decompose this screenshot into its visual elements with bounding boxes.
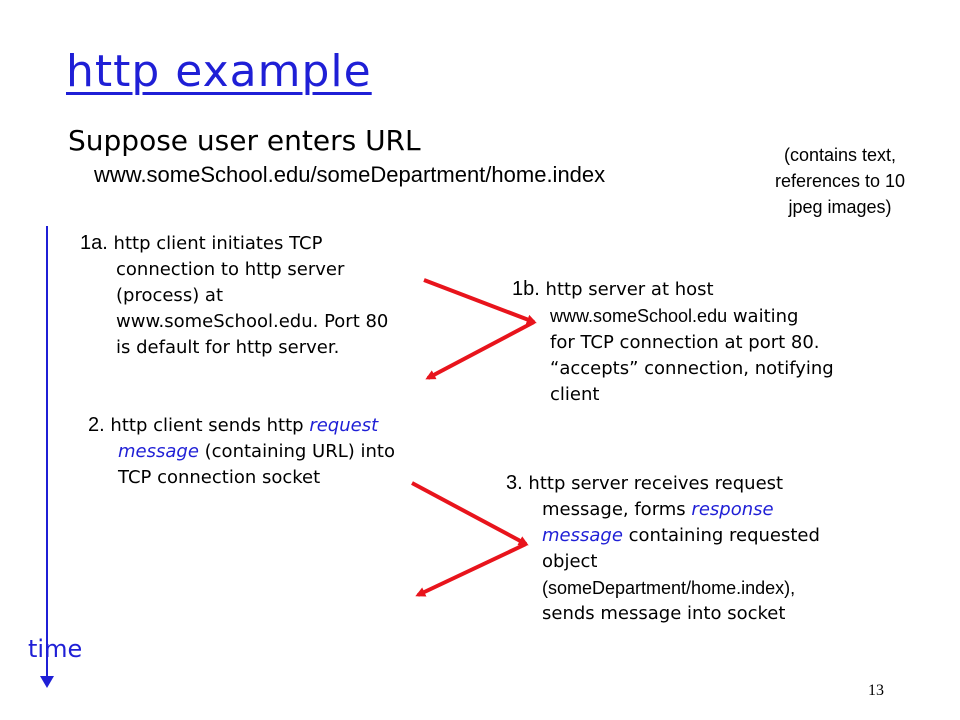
step-2: 2. http client sends http request messag…	[88, 412, 395, 491]
time-label: time	[28, 635, 83, 663]
host-text: www.someSchool.edu	[550, 306, 728, 326]
step-text: is default for http server.	[116, 337, 340, 358]
step-text: (containing URL) into	[204, 441, 395, 462]
step-text: (process) at	[116, 285, 224, 306]
step-text: sends message into socket	[542, 603, 786, 624]
url-text: www.someSchool.edu/someDepartment/home.i…	[94, 162, 606, 187]
step-text: object	[542, 551, 598, 572]
step-text: connection to http server	[116, 259, 345, 280]
request-term: message	[118, 441, 199, 462]
step-number: 1b.	[512, 278, 540, 300]
step-1a: 1a. http client initiates TCP connection…	[80, 230, 388, 361]
step-text: for TCP connection at port 80.	[550, 332, 820, 353]
response-term: message	[542, 525, 623, 546]
page-number: 13	[868, 682, 884, 699]
step-text: client	[550, 384, 600, 405]
step-number: 3.	[506, 472, 523, 494]
note-line: jpeg images)	[788, 197, 892, 217]
arrow-client-to-server-2	[411, 481, 529, 546]
arrow-client-to-server-1	[423, 278, 537, 325]
subtitle: Suppose user enters URL	[68, 124, 421, 157]
slide-title: http example	[66, 46, 372, 97]
step-text: http server receives request	[528, 473, 784, 494]
note-line: (contains text,	[783, 145, 897, 165]
step-text: containing requested	[628, 525, 820, 546]
time-axis	[46, 226, 48, 678]
step-text: waiting	[732, 306, 799, 327]
step-number: 1a.	[80, 232, 108, 254]
response-term: response	[691, 499, 774, 520]
step-text: (someDepartment/home.index),	[542, 578, 796, 598]
content-note: (contains text, references to 10 jpeg im…	[742, 142, 938, 220]
step-3: 3. http server receives request message,…	[506, 470, 820, 627]
step-number: 2.	[88, 414, 105, 436]
arrow-server-to-client-2	[415, 542, 527, 597]
step-text: http client sends http	[110, 415, 304, 436]
step-text: http server at host	[545, 279, 714, 300]
step-text: www.someSchool.edu. Port 80	[116, 311, 389, 332]
step-text: http client initiates TCP	[113, 233, 323, 254]
time-arrow-icon	[40, 676, 54, 688]
step-text: TCP connection socket	[118, 467, 321, 488]
step-text: “accepts” connection, notifying	[550, 358, 834, 379]
step-1b: 1b. http server at host www.someSchool.e…	[512, 276, 834, 408]
step-text: message, forms	[542, 499, 686, 520]
request-term: request	[309, 415, 379, 436]
arrow-server-to-client-1	[425, 320, 535, 380]
note-line: references to 10	[774, 171, 906, 191]
